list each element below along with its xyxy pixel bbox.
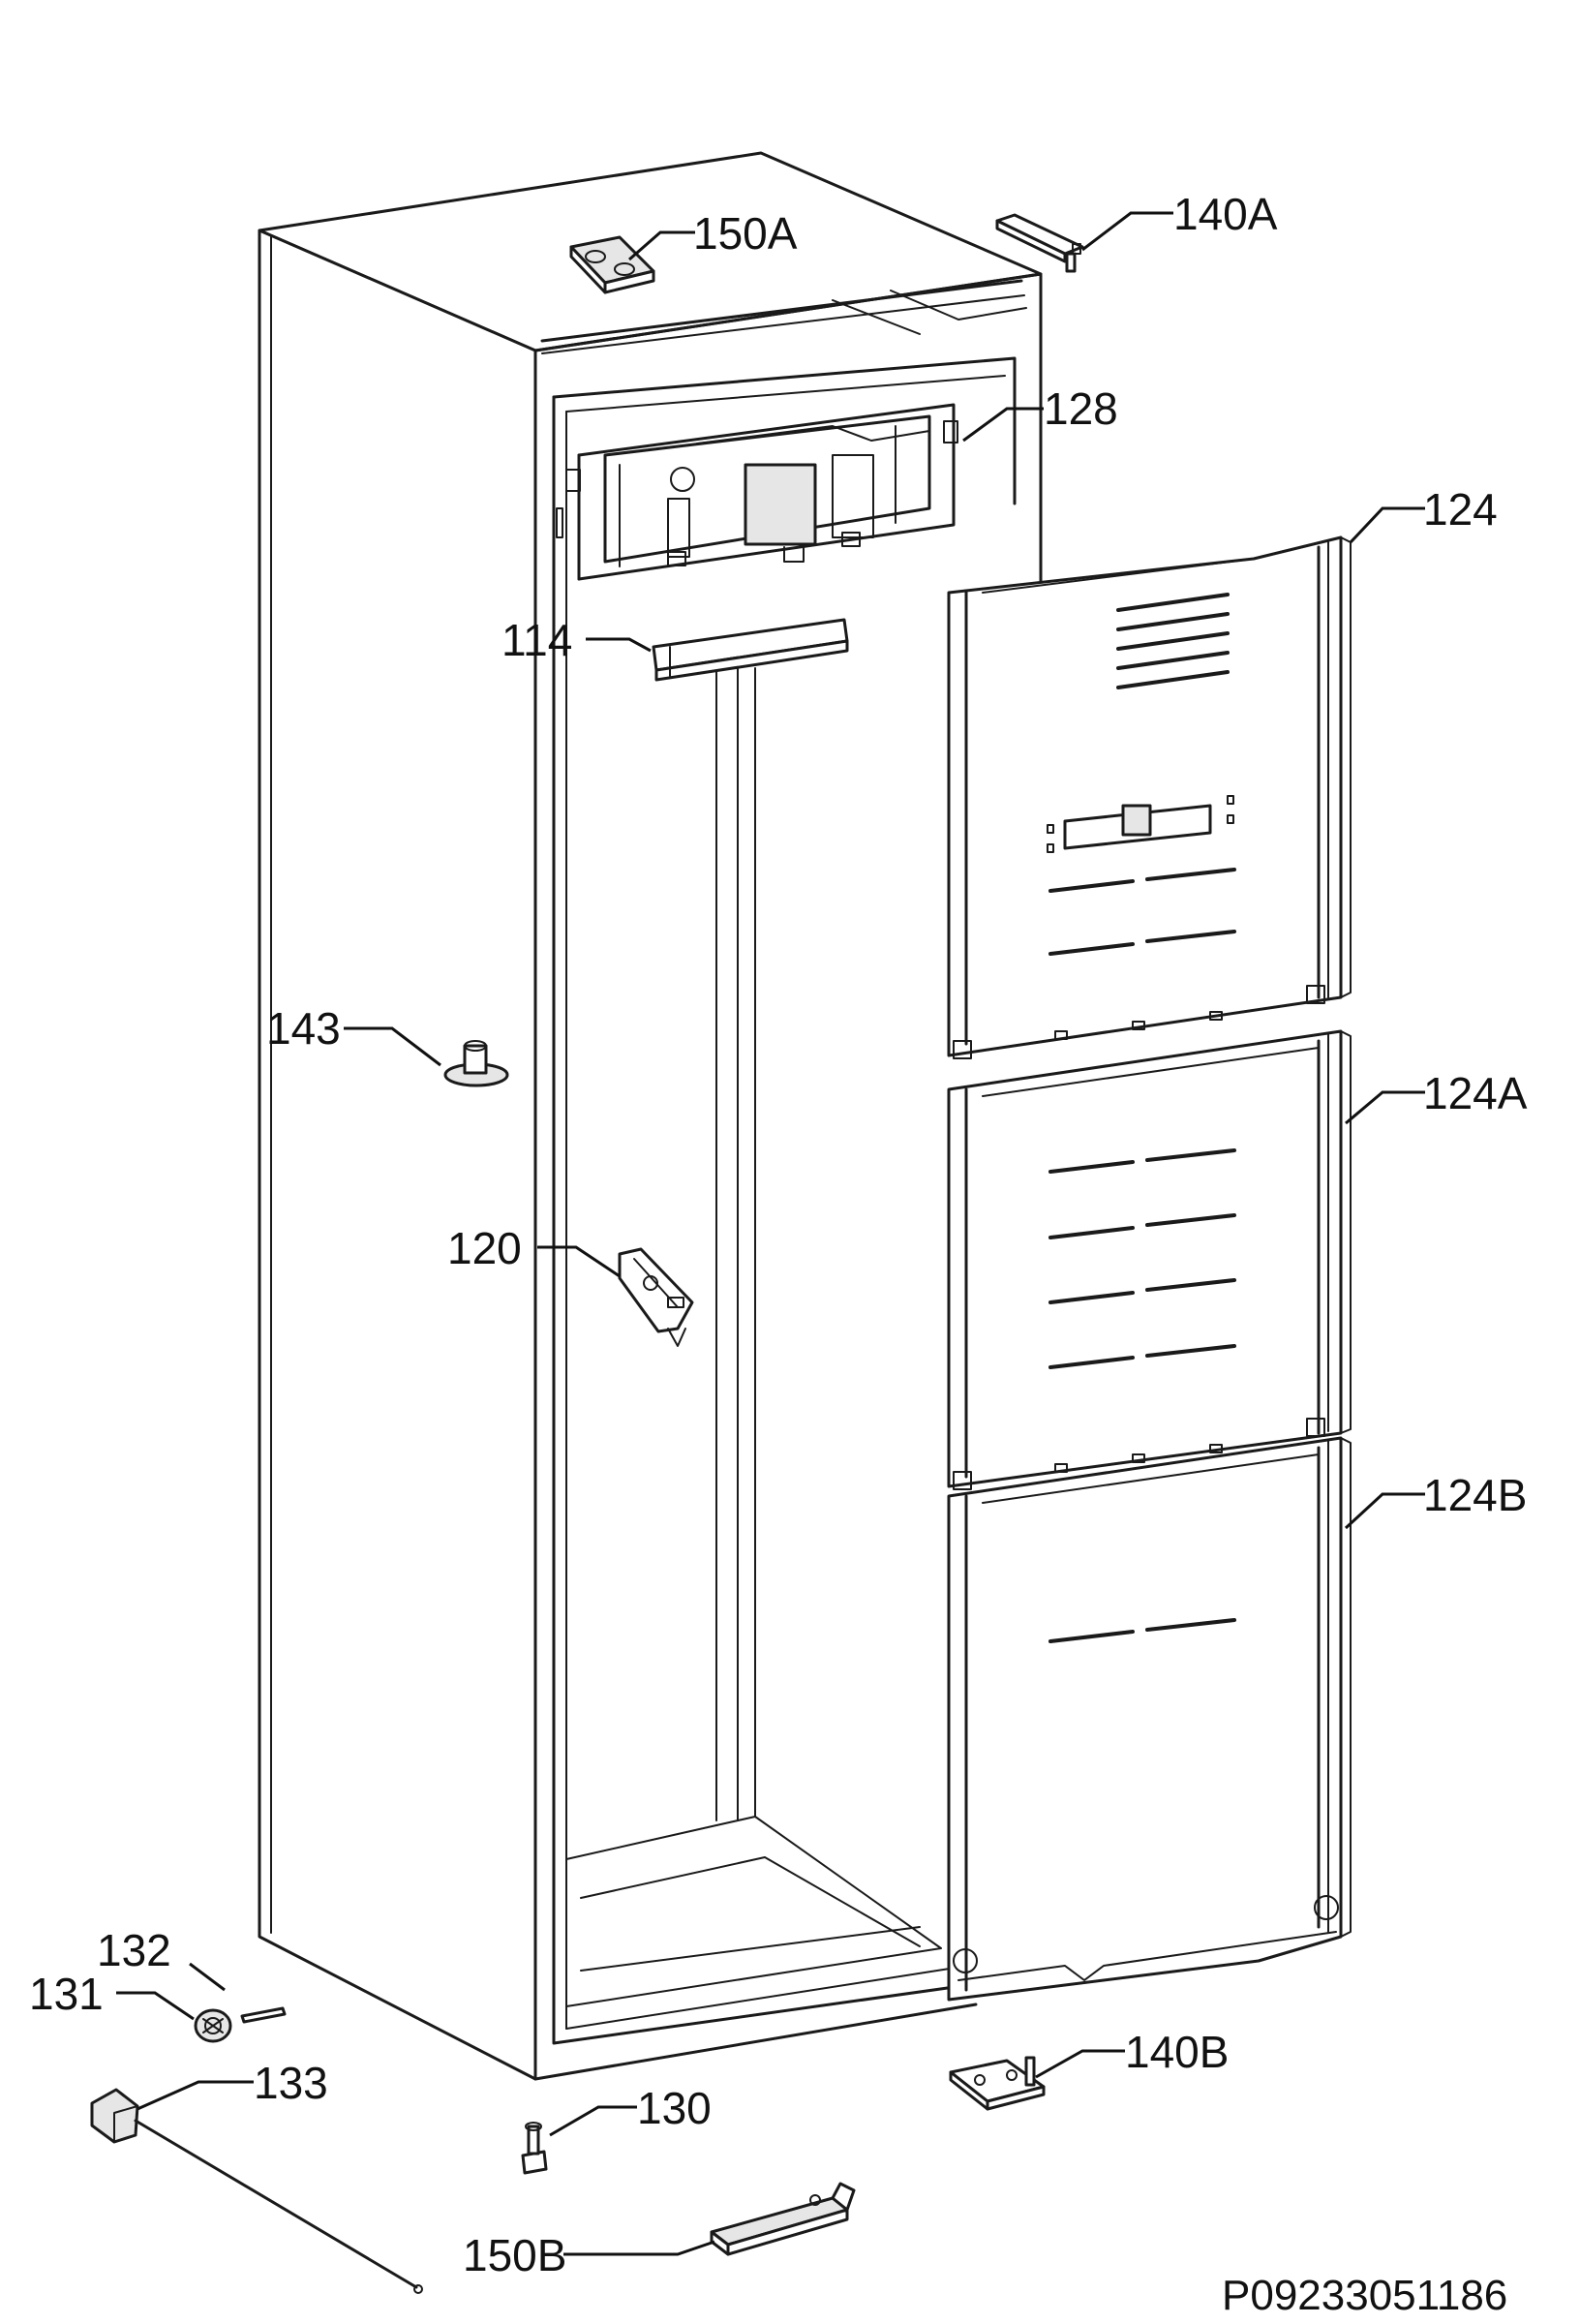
screw-130	[521, 2122, 548, 2175]
door-panel-124	[947, 535, 1352, 1059]
callout-140B: 140B	[1125, 2027, 1229, 2077]
pin-132	[240, 2006, 287, 2024]
callout-130: 130	[637, 2083, 712, 2133]
callout-124B: 124B	[1423, 1470, 1527, 1520]
cabinet-body	[258, 151, 1043, 2081]
callout-128: 128	[1044, 383, 1118, 434]
callout-150A: 150A	[693, 208, 798, 259]
callout-131: 131	[29, 1969, 104, 2019]
callout-124A: 124A	[1423, 1068, 1528, 1118]
cap-131	[194, 2008, 232, 2043]
callout-133: 133	[254, 2058, 328, 2108]
callout-140A: 140A	[1173, 189, 1278, 239]
callout-143: 143	[266, 1003, 341, 1054]
callout-120: 120	[447, 1223, 522, 1273]
document-number: P09233051186	[1222, 2272, 1507, 2319]
callout-150B: 150B	[463, 2230, 566, 2280]
callout-124: 124	[1423, 484, 1498, 535]
hinge-140A	[995, 213, 1084, 273]
hinge-140B	[949, 2056, 1046, 2111]
foot-133	[90, 2088, 423, 2294]
leader-lines	[116, 211, 1425, 2256]
fan-housing-128	[565, 403, 958, 581]
cover-150B	[710, 2182, 856, 2256]
light-cover-114	[652, 618, 849, 682]
callout-132: 132	[97, 1925, 171, 1975]
plug-143	[443, 1040, 509, 1087]
door-panel-124B	[947, 1436, 1352, 2002]
door-panel-124A	[947, 1029, 1352, 1490]
hinge-cover-150A	[569, 235, 655, 294]
bracket-120	[618, 1247, 694, 1347]
callout-114: 114	[501, 615, 572, 665]
